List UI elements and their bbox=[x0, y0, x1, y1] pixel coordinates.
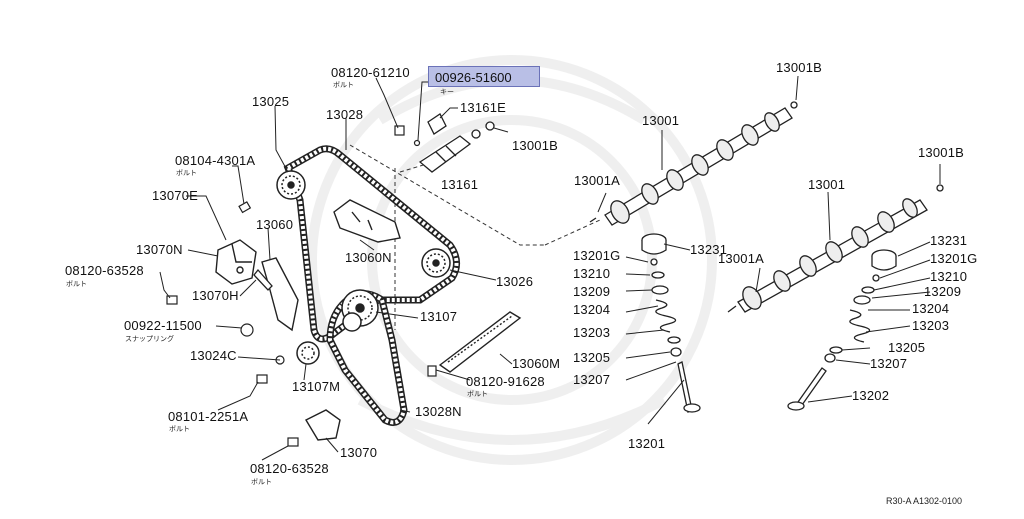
label-key-sub: キー bbox=[440, 88, 454, 96]
leader-lines bbox=[159, 75, 941, 461]
sprocket-13107 bbox=[341, 289, 379, 332]
label-13001B-a[interactable]: 13001B bbox=[512, 138, 559, 153]
label-13070H[interactable]: 13070H bbox=[192, 288, 239, 303]
label-13070[interactable]: 13070 bbox=[340, 445, 378, 460]
label-08120-63528-b[interactable]: 08120-63528 bbox=[250, 461, 329, 476]
label-08120-61210-sub: ボルト bbox=[333, 81, 354, 89]
label-13024C[interactable]: 13024C bbox=[190, 348, 237, 363]
label-13026[interactable]: 13026 bbox=[496, 274, 534, 289]
label-08120-63528-a[interactable]: 08120-63528 bbox=[65, 263, 144, 278]
label-13205-a[interactable]: 13205 bbox=[573, 350, 611, 365]
label-13207-b[interactable]: 13207 bbox=[870, 356, 908, 371]
label-13001-a[interactable]: 13001 bbox=[642, 113, 680, 128]
label-13025[interactable]: 13025 bbox=[252, 94, 290, 109]
guide-13070 bbox=[305, 409, 341, 441]
label-13107M[interactable]: 13107M bbox=[292, 379, 341, 394]
label-13060N[interactable]: 13060N bbox=[345, 250, 392, 265]
camshaft-upper-13001 bbox=[589, 101, 798, 226]
label-13203-b[interactable]: 13203 bbox=[912, 318, 950, 333]
label-13210-b[interactable]: 13210 bbox=[930, 269, 968, 284]
sprocket-13025 bbox=[276, 170, 306, 200]
label-13001A-a[interactable]: 13001A bbox=[574, 173, 621, 188]
label-08101-2251A[interactable]: 08101-2251A bbox=[168, 409, 249, 424]
plunger-13070h bbox=[253, 268, 273, 291]
label-13231-b[interactable]: 13231 bbox=[930, 233, 968, 248]
label-13107[interactable]: 13107 bbox=[420, 309, 458, 324]
label-13207-a[interactable]: 13207 bbox=[573, 372, 611, 387]
label-08104-sub: ボルト bbox=[176, 169, 197, 177]
reference-code: R30-A A1302-0100 bbox=[886, 496, 963, 506]
label-13070N[interactable]: 13070N bbox=[136, 242, 183, 257]
label-13001B-c[interactable]: 13001B bbox=[918, 145, 965, 160]
tensioner-13070n bbox=[215, 239, 257, 285]
label-13060M[interactable]: 13060M bbox=[512, 356, 561, 371]
highlighted-part-button[interactable]: 00926-51600 bbox=[428, 66, 540, 87]
label-13001-b[interactable]: 13001 bbox=[808, 177, 846, 192]
label-13201G-b[interactable]: 13201G bbox=[930, 251, 978, 266]
label-13231-a[interactable]: 13231 bbox=[690, 242, 728, 257]
label-13201[interactable]: 13201 bbox=[628, 436, 666, 451]
label-00922-11500[interactable]: 00922-11500 bbox=[124, 318, 202, 333]
label-13161E[interactable]: 13161E bbox=[460, 100, 507, 115]
label-13161[interactable]: 13161 bbox=[441, 177, 479, 192]
label-08120-91628-sub: ボルト bbox=[467, 390, 488, 398]
label-13070E[interactable]: 13070E bbox=[152, 188, 199, 203]
label-13204-b[interactable]: 13204 bbox=[912, 301, 950, 316]
label-13028N[interactable]: 13028N bbox=[415, 404, 462, 419]
label-13028[interactable]: 13028 bbox=[326, 107, 364, 122]
label-13209-a[interactable]: 13209 bbox=[573, 284, 611, 299]
label-13203-a[interactable]: 13203 bbox=[573, 325, 611, 340]
label-13001A-b[interactable]: 13001A bbox=[718, 251, 765, 266]
tensioner-arm-13060 bbox=[261, 257, 299, 332]
camshaft-lower-13001 bbox=[727, 184, 944, 313]
label-13202[interactable]: 13202 bbox=[852, 388, 890, 403]
valve-train-left bbox=[641, 233, 701, 413]
label-13201G-a[interactable]: 13201G bbox=[573, 248, 621, 263]
chain-guide-13060m bbox=[438, 311, 522, 373]
label-00922-sub: スナップリング bbox=[125, 335, 174, 343]
label-13060[interactable]: 13060 bbox=[256, 217, 294, 232]
label-08104-4301A[interactable]: 08104-4301A bbox=[175, 153, 256, 168]
chain-guide-13060n bbox=[333, 199, 401, 243]
label-08101-sub: ボルト bbox=[169, 425, 190, 433]
label-13209-b[interactable]: 13209 bbox=[924, 284, 962, 299]
shaft-13161 bbox=[418, 113, 495, 173]
highlighted-part-number: 00926-51600 bbox=[435, 70, 512, 85]
sprocket-13026 bbox=[421, 248, 451, 278]
label-13205-b[interactable]: 13205 bbox=[888, 340, 926, 355]
valve-train-right bbox=[787, 249, 897, 411]
label-13001B-b[interactable]: 13001B bbox=[776, 60, 823, 75]
bolts-left bbox=[166, 125, 437, 447]
label-08120-61210[interactable]: 08120-61210 bbox=[331, 65, 410, 80]
sprocket-13107m bbox=[296, 341, 320, 365]
label-13204-a[interactable]: 13204 bbox=[573, 302, 611, 317]
label-08120-63528-a-sub: ボルト bbox=[66, 280, 87, 288]
label-08120-91628[interactable]: 08120-91628 bbox=[466, 374, 545, 389]
label-08120-63528-b-sub: ボルト bbox=[251, 478, 272, 486]
label-13210-a[interactable]: 13210 bbox=[573, 266, 611, 281]
